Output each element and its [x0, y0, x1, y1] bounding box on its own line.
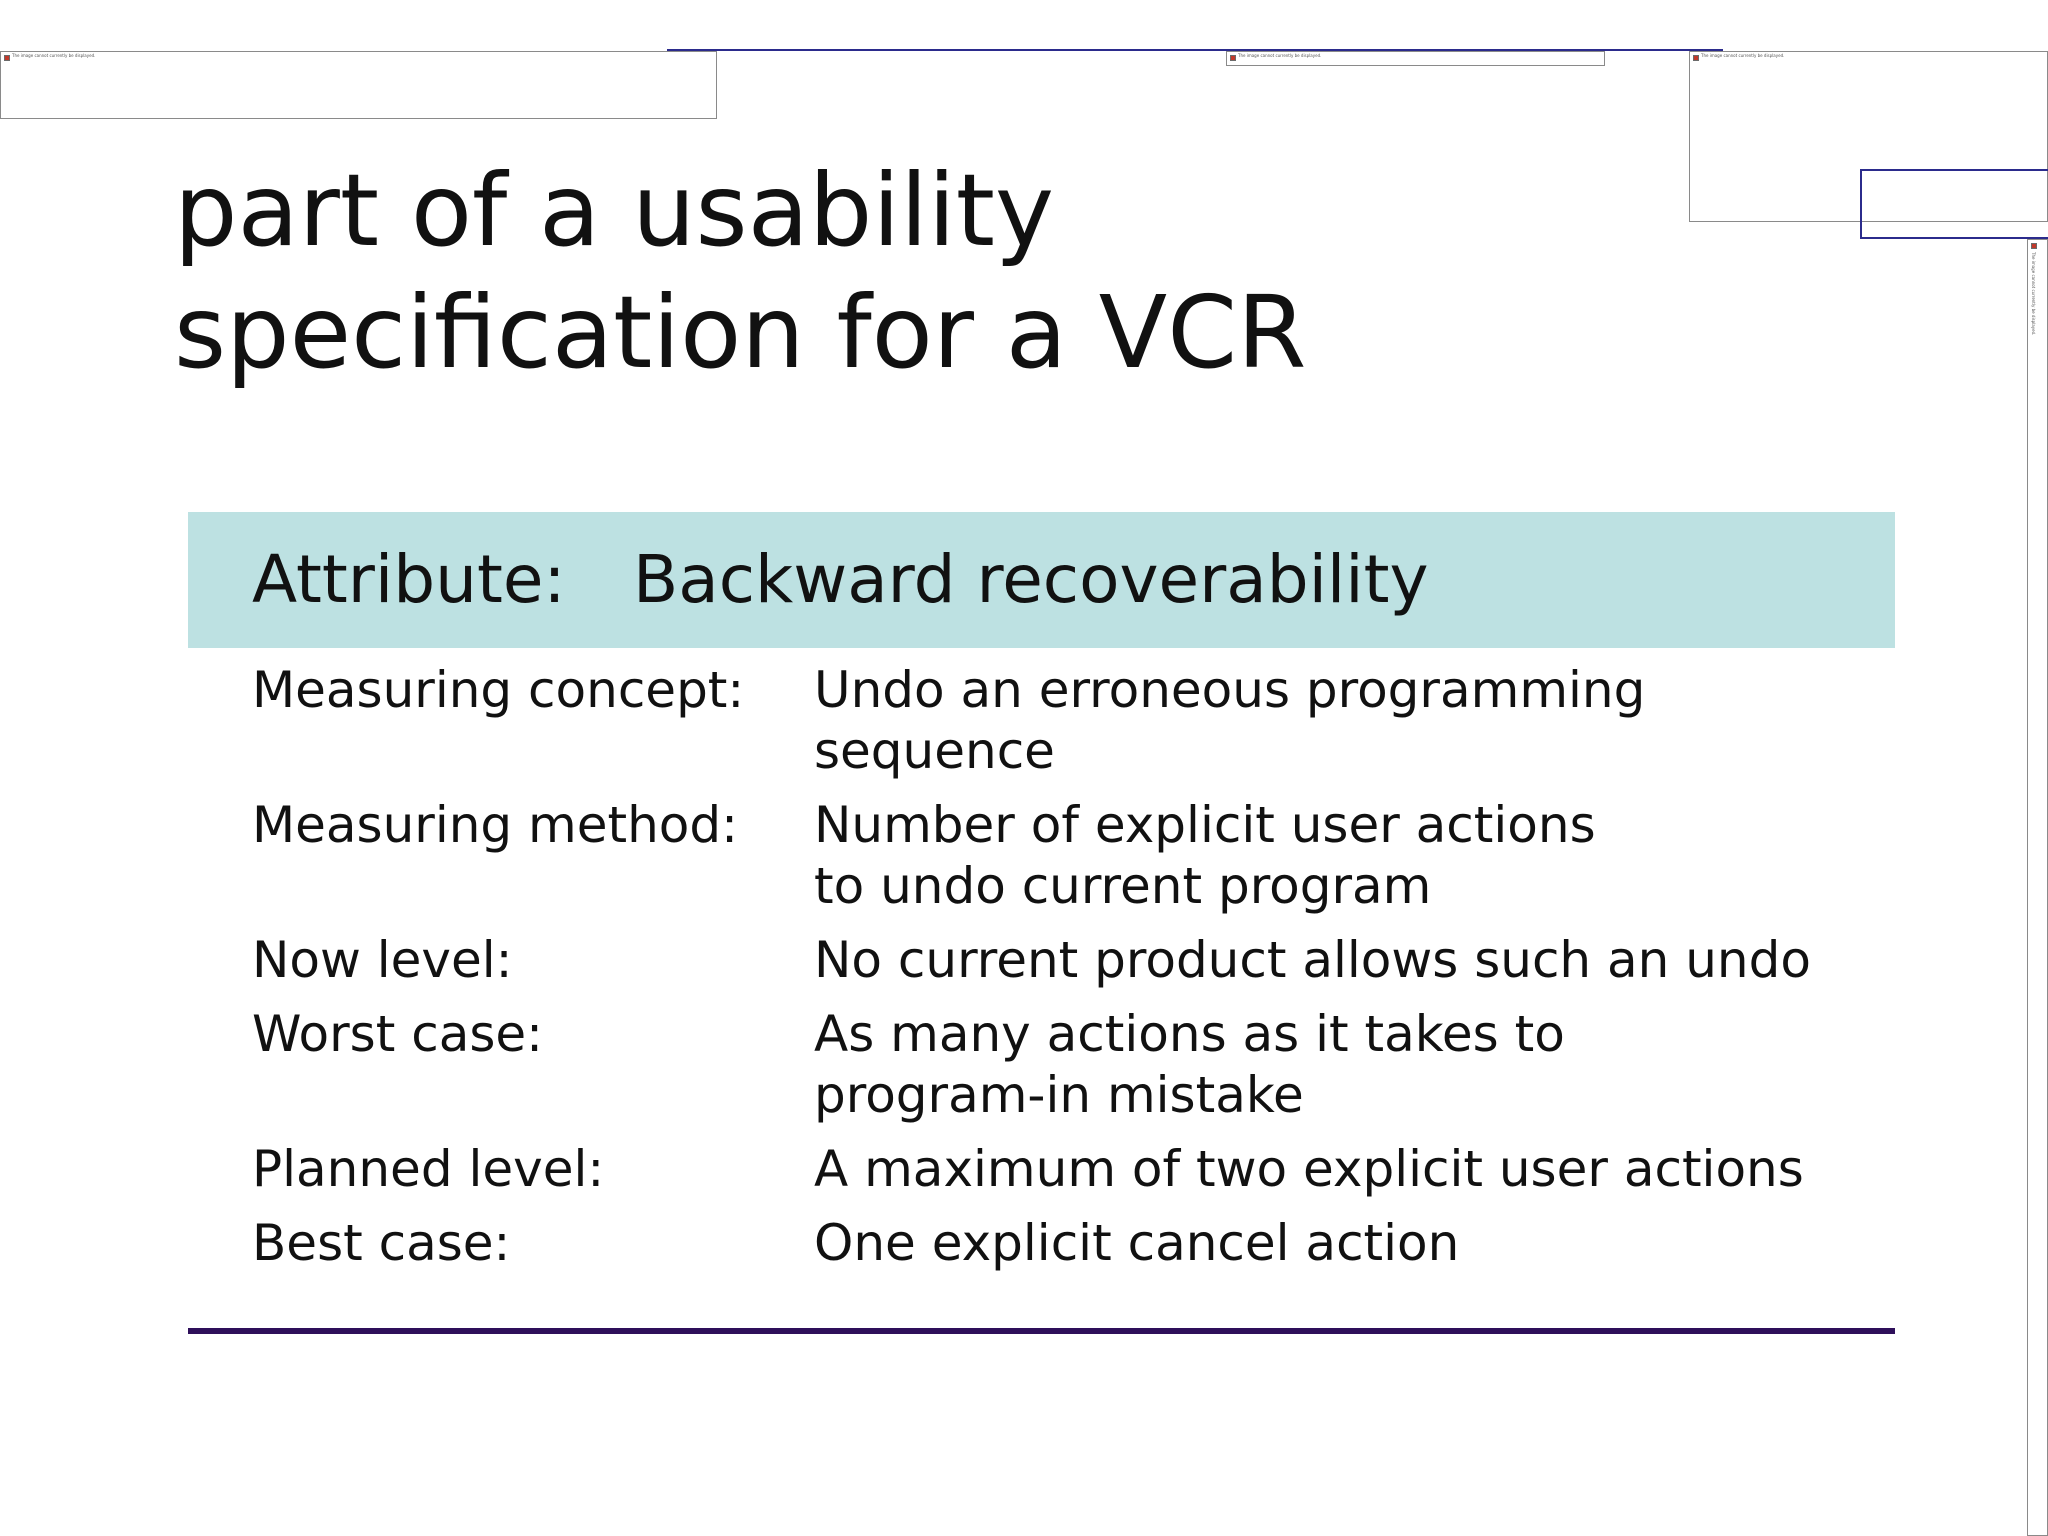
spec-value: No current product allows such an undo	[814, 930, 1902, 991]
spec-label: Best case:	[252, 1214, 511, 1272]
spec-value: One explicit cancel action	[814, 1213, 1902, 1274]
slide-title-line-1: part of a usability	[174, 152, 1055, 269]
spec-value-line: A maximum of two explicit user actions	[814, 1140, 1804, 1198]
broken-image-text: The image cannot currently be displayed.	[2031, 252, 2036, 336]
spec-label: Worst case:	[252, 1005, 543, 1063]
spec-value: Undo an erroneous programming sequence	[814, 660, 1902, 782]
broken-image-text: The image cannot currently be displayed.	[1238, 53, 1322, 58]
broken-image-placeholder: The image cannot currently be displayed.	[0, 51, 717, 119]
broken-image-icon	[2031, 243, 2037, 249]
spec-row-now-level: Now level: No current product allows suc…	[252, 930, 1902, 991]
spec-value: As many actions as it takes to program-i…	[814, 1004, 1902, 1126]
broken-image-icon	[1230, 55, 1236, 61]
top-frame-line	[667, 49, 1723, 51]
spec-label: Measuring method:	[252, 796, 738, 854]
slide-title-line-2: specification for a VCR	[174, 274, 1307, 391]
broken-image-placeholder: The image cannot currently be displayed.	[1689, 51, 2048, 222]
spec-label: Now level:	[252, 931, 513, 989]
corner-frame-box	[1860, 169, 2048, 239]
attribute-banner: Attribute: Backward recoverability	[188, 512, 1895, 648]
specification-table: Measuring concept: Undo an erroneous pro…	[252, 660, 1902, 1287]
spec-value-line: No current product allows such an undo	[814, 931, 1811, 989]
broken-image-placeholder: The image cannot currently be displayed.	[2027, 239, 2048, 1536]
spec-value-line: As many actions as it takes to	[814, 1005, 1565, 1063]
spec-row-worst-case: Worst case: As many actions as it takes …	[252, 1004, 1902, 1126]
spec-label: Planned level:	[252, 1140, 605, 1198]
spec-value: A maximum of two explicit user actions	[814, 1139, 1902, 1200]
spec-row-measuring-method: Measuring method: Number of explicit use…	[252, 795, 1902, 917]
spec-row-measuring-concept: Measuring concept: Undo an erroneous pro…	[252, 660, 1902, 782]
broken-image-icon	[1693, 55, 1699, 61]
spec-value-line: to undo current program	[814, 857, 1432, 915]
spec-value-line: sequence	[814, 722, 1055, 780]
spec-value-line: Undo an erroneous programming	[814, 661, 1646, 719]
spec-value: Number of explicit user actions to undo …	[814, 795, 1902, 917]
attribute-value: Backward recoverability	[633, 541, 1429, 618]
attribute-label: Attribute:	[252, 541, 566, 618]
spec-row-best-case: Best case: One explicit cancel action	[252, 1213, 1902, 1274]
spec-value-line: program-in mistake	[814, 1066, 1304, 1124]
spec-row-planned-level: Planned level: A maximum of two explicit…	[252, 1139, 1902, 1200]
bottom-divider	[188, 1328, 1895, 1334]
broken-image-placeholder: The image cannot currently be displayed.	[1226, 51, 1605, 66]
spec-value-line: One explicit cancel action	[814, 1214, 1460, 1272]
broken-image-icon	[4, 55, 10, 61]
slide-title: part of a usability specification for a …	[174, 150, 1574, 394]
spec-label: Measuring concept:	[252, 661, 745, 719]
broken-image-text: The image cannot currently be displayed.	[12, 53, 96, 58]
broken-image-text: The image cannot currently be displayed.	[1701, 53, 1785, 58]
spec-value-line: Number of explicit user actions	[814, 796, 1596, 854]
